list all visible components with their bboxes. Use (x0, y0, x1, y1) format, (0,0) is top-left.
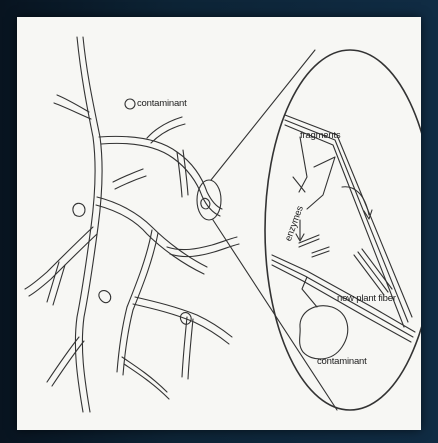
process-arrows (296, 187, 372, 241)
fragment-pieces (293, 137, 335, 209)
enzymes-icon (299, 235, 329, 257)
fungal-hyphae-diagram (17, 17, 421, 430)
label-fragments: fragments (300, 130, 340, 141)
label-new-plant-fiber: new plant fiber (337, 293, 396, 304)
magnification-origin-circle (197, 180, 221, 220)
diagram-panel: contaminant fragments enzymes new plant … (17, 17, 421, 430)
contaminant-magnified (300, 306, 348, 359)
label-contaminant-top: contaminant (137, 98, 187, 109)
contaminant-marker-circle (125, 99, 135, 109)
label-contaminant-bottom: contaminant (317, 356, 367, 367)
zoom-line-top (211, 50, 315, 180)
hyphae-network (25, 37, 239, 412)
